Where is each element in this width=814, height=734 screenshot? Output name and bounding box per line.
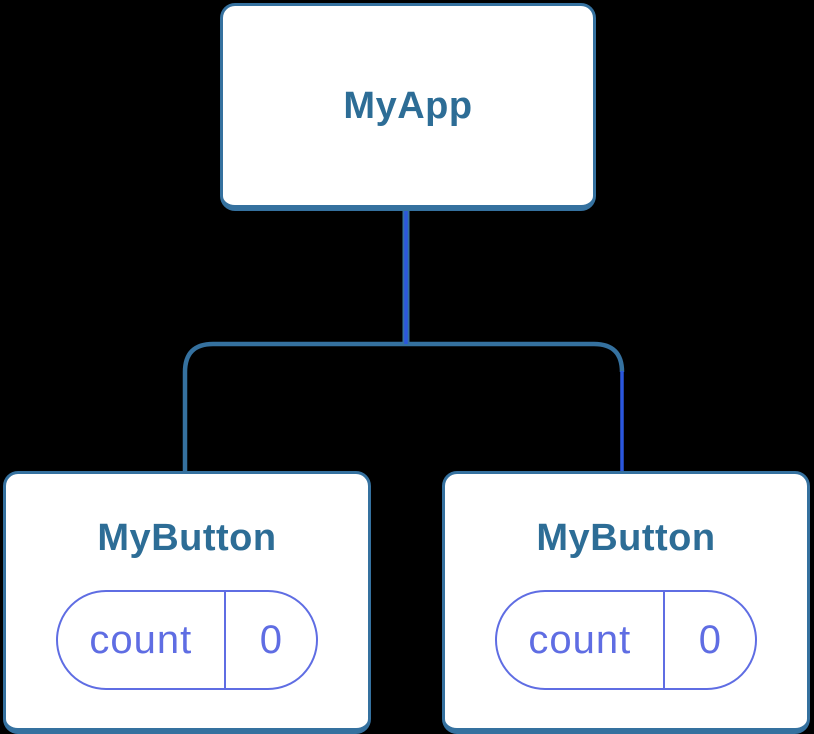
state-badge: count 0 (495, 590, 757, 690)
branch-bracket (182, 341, 625, 471)
component-node-mybutton-left: MyButton count 0 (3, 471, 371, 734)
component-node-myapp: MyApp (220, 3, 596, 211)
state-value: 0 (259, 617, 282, 662)
component-node-mybutton-right: MyButton count 0 (442, 471, 810, 734)
component-label-myapp: MyApp (343, 84, 473, 127)
state-value: 0 (698, 617, 721, 662)
state-key: count (58, 592, 226, 688)
state-key: count (497, 592, 665, 688)
component-label-mybutton-right: MyButton (536, 517, 716, 559)
state-badge: count 0 (56, 590, 318, 690)
component-label-mybutton-left: MyButton (97, 517, 277, 559)
